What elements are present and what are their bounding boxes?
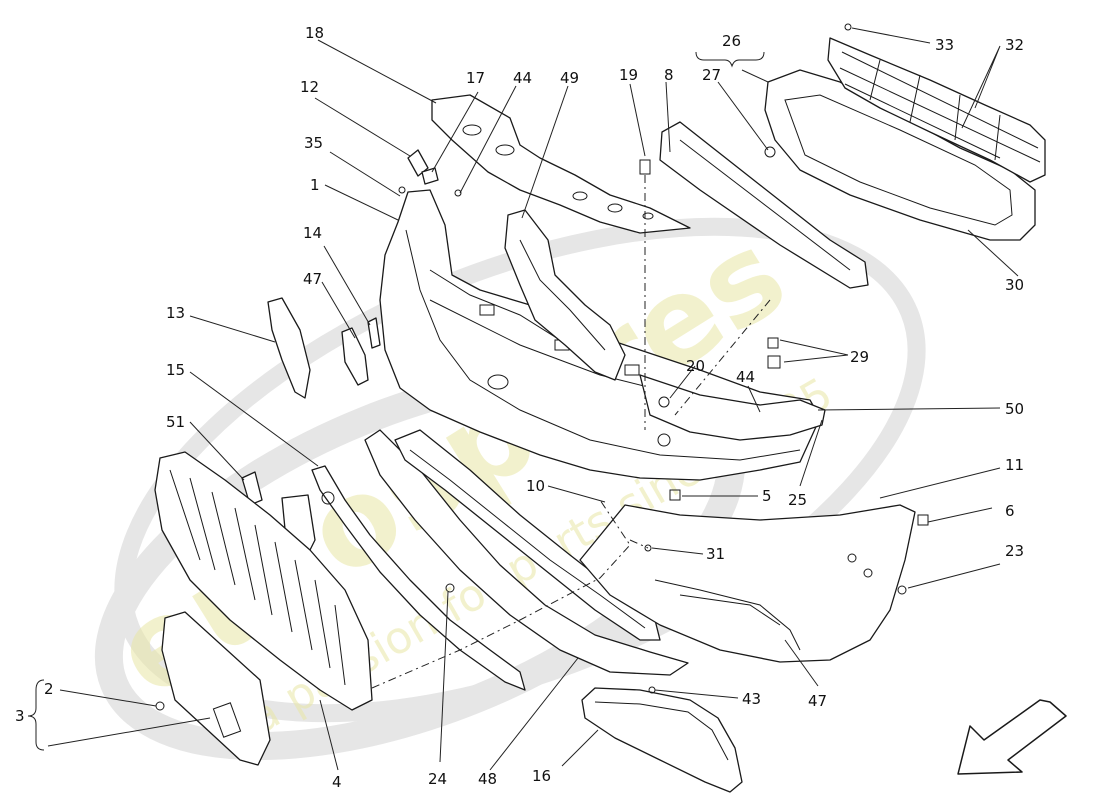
- part-side-trim: [311, 465, 526, 691]
- callout-32: 32: [1005, 36, 1024, 54]
- part-side-bracket: [639, 374, 826, 441]
- callout-35: 35: [304, 134, 323, 152]
- part-upper-rail: [431, 94, 691, 234]
- leader-lines: [27, 27, 1019, 771]
- callout-13: 13: [166, 304, 185, 322]
- callout-18: 18: [305, 24, 324, 42]
- callout-25: 25: [788, 491, 807, 509]
- callout-43: 43: [742, 690, 761, 708]
- part-lower-spoiler: [364, 429, 689, 676]
- callout-11: 11: [1005, 456, 1024, 474]
- callout-10: 10: [526, 477, 545, 495]
- part-fog-bezel: [341, 327, 369, 386]
- part-fasteners: [155, 23, 929, 711]
- part-upper-absorber: [659, 121, 869, 289]
- callout-49: 49: [560, 69, 579, 87]
- callout-19: 19: [619, 66, 638, 84]
- callout-4: 4: [332, 773, 342, 791]
- part-clip-12: [407, 149, 429, 177]
- callout-6: 6: [1005, 502, 1015, 520]
- callout-24: 24: [428, 770, 447, 788]
- callout-20: 20: [686, 357, 705, 375]
- callout-27: 27: [702, 66, 721, 84]
- part-side-panel: [267, 297, 311, 399]
- callout-26: 26: [722, 32, 741, 50]
- callout-47-right: 47: [808, 692, 827, 710]
- callout-44-right: 44: [736, 368, 755, 386]
- callout-15: 15: [166, 361, 185, 379]
- callout-33: 33: [935, 36, 954, 54]
- callout-17: 17: [466, 69, 485, 87]
- part-clip-14: [367, 317, 381, 349]
- callout-50: 50: [1005, 400, 1024, 418]
- callout-30: 30: [1005, 276, 1024, 294]
- callout-2: 2: [44, 680, 54, 698]
- callout-5: 5: [762, 487, 772, 505]
- callout-8: 8: [664, 66, 674, 84]
- callout-51: 51: [166, 413, 185, 431]
- callout-44-top: 44: [513, 69, 532, 87]
- direction-arrow-icon: [957, 699, 1067, 775]
- part-inner-absorber: [504, 209, 626, 381]
- part-bumper-cover: [579, 504, 916, 663]
- part-lower-absorber: [394, 429, 661, 641]
- callout-labels: 1 2 3 4 5 6 8 10 11 12 13 14 15 16 17 18…: [15, 24, 1024, 791]
- callout-16: 16: [532, 767, 551, 785]
- part-lower-cover: [581, 687, 743, 793]
- part-grille-mesh: [827, 37, 1046, 183]
- callout-47-left: 47: [303, 270, 322, 288]
- callout-31: 31: [706, 545, 725, 563]
- callout-14: 14: [303, 224, 322, 242]
- callout-23: 23: [1005, 542, 1024, 560]
- callout-29: 29: [850, 348, 869, 366]
- callout-1: 1: [310, 176, 320, 194]
- part-front-grille: [154, 451, 373, 711]
- part-plate-holder: [161, 611, 271, 766]
- callout-3: 3: [15, 707, 25, 725]
- part-small-bracket: [241, 471, 263, 506]
- part-clip-17: [421, 167, 439, 185]
- callout-48: 48: [478, 770, 497, 788]
- callout-12: 12: [300, 78, 319, 96]
